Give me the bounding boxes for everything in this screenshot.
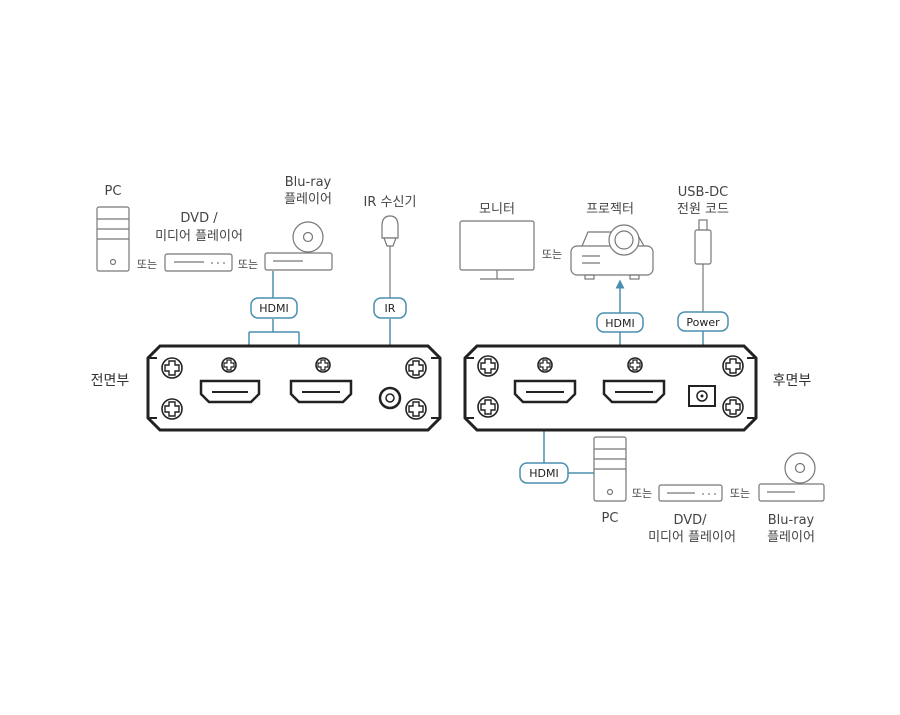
screw-icon <box>405 398 427 420</box>
bluray-label-line1: Blu-ray <box>768 513 815 528</box>
monitor-icon <box>459 220 535 280</box>
bluray-label-line1: Blu-ray <box>285 175 332 190</box>
ir-receiver-label: IR 수신기 <box>364 195 417 210</box>
hdmi-port-icon <box>602 379 666 404</box>
screw-icon <box>537 357 553 373</box>
ir-receiver-icon <box>381 215 399 298</box>
rear-side-label: 후면부 <box>773 373 812 389</box>
screw-icon <box>722 355 744 377</box>
ir-jack-icon <box>378 386 402 410</box>
rear-hdmi-in-tag-text: HDMI <box>529 467 558 480</box>
dc-power-jack-icon <box>688 385 716 407</box>
screw-icon <box>477 396 499 418</box>
or-label: 또는 <box>238 258 258 271</box>
hdmi-port-icon <box>289 379 353 404</box>
usb-dc-label-line1: USB-DC <box>678 185 728 200</box>
bluray-player-icon <box>758 452 825 502</box>
projector-icon <box>570 224 654 280</box>
bluray-player-icon <box>264 221 333 271</box>
pc-label: PC <box>602 511 619 526</box>
or-label: 또는 <box>632 487 652 500</box>
dvd-label-line2: 미디어 플레이어 <box>648 530 736 545</box>
screw-icon <box>405 357 427 379</box>
screw-icon <box>722 396 744 418</box>
power-plug-icon <box>694 219 712 312</box>
bluray-label-line2: 플레이어 <box>767 530 815 545</box>
front-side-label: 전면부 <box>91 373 130 389</box>
bluray-label-line2: 플레이어 <box>284 192 332 207</box>
or-label: 또는 <box>137 258 157 271</box>
usb-dc-label-line2: 전원 코드 <box>677 202 729 217</box>
hdmi-port-icon <box>199 379 261 404</box>
pc-tower-icon <box>96 206 130 272</box>
or-label: 또는 <box>542 248 562 261</box>
screw-icon <box>161 398 183 420</box>
screw-icon <box>477 355 499 377</box>
projector-label: 프로젝터 <box>586 202 634 217</box>
or-label: 또는 <box>730 487 750 500</box>
pc-label: PC <box>105 184 122 199</box>
front-hdmi-tag: HDMI <box>250 297 298 319</box>
front-ir-tag: IR <box>373 297 407 319</box>
monitor-label: 모니터 <box>479 202 515 217</box>
rear-power-tag-text: Power <box>686 316 720 329</box>
dvd-label-line1: DVD/ <box>673 513 707 528</box>
front-ir-tag-text: IR <box>385 302 396 315</box>
hdmi-port-icon <box>513 379 577 404</box>
front-hdmi-tag-text: HDMI <box>259 302 288 315</box>
dvd-label-line2: 미디어 플레이어 <box>155 229 243 244</box>
screw-icon <box>315 357 331 373</box>
screw-icon <box>161 357 183 379</box>
rear-hdmi-in-tag: HDMI <box>519 462 569 484</box>
dvd-player-icon <box>658 484 723 502</box>
rear-hdmi-out-tag: HDMI <box>596 312 644 333</box>
pc-tower-icon <box>593 436 627 502</box>
dvd-label-line1: DVD / <box>180 211 218 226</box>
screw-icon <box>221 357 237 373</box>
rear-hdmi-out-tag-text: HDMI <box>605 317 634 330</box>
rear-power-tag: Power <box>677 311 729 332</box>
dvd-player-icon <box>164 253 233 272</box>
screw-icon <box>627 357 643 373</box>
